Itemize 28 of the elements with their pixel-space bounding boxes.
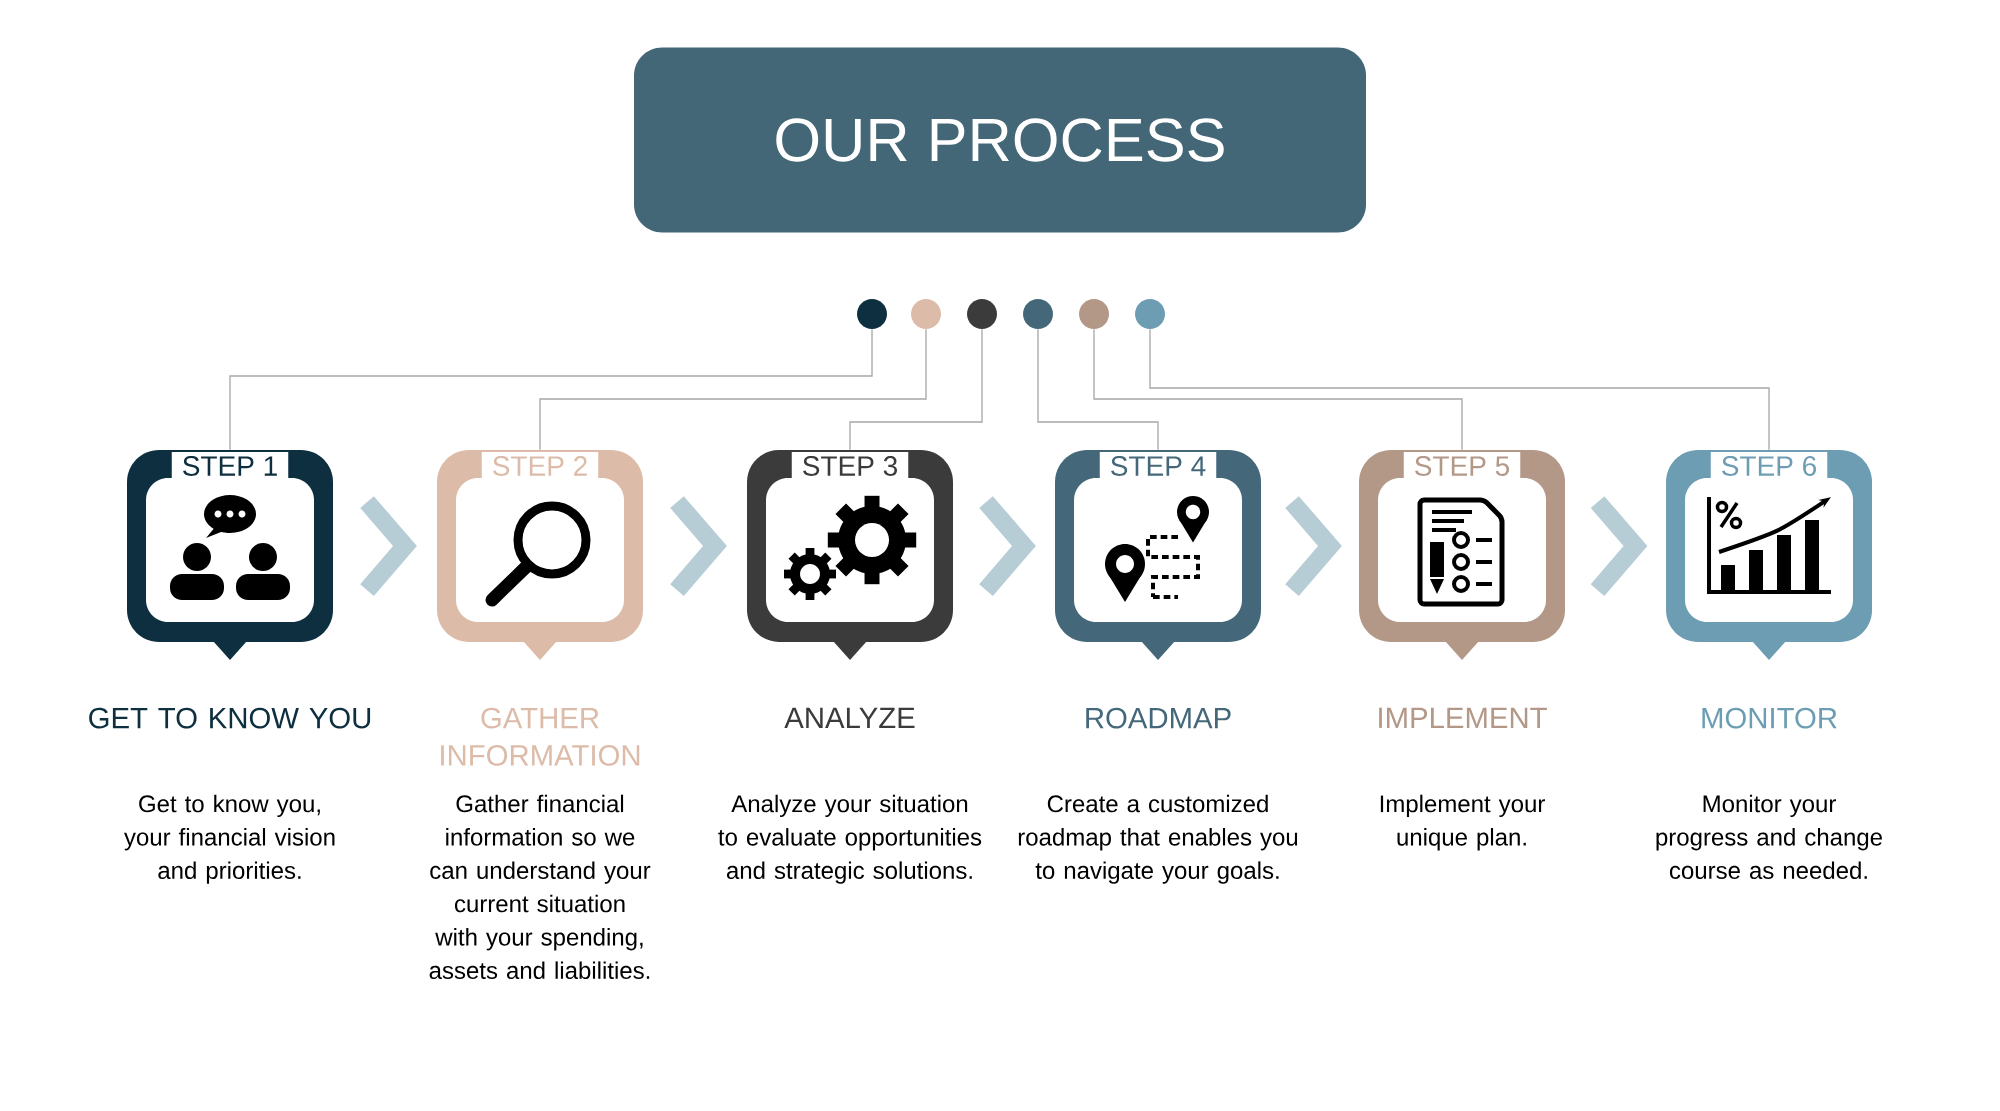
step-description: Analyze your situation to evaluate opportunities and strategic solutions. <box>718 794 982 884</box>
leader-line <box>1149 328 1770 451</box>
dot <box>857 299 887 329</box>
leader-line <box>849 328 983 451</box>
step-heading: ROADMAP <box>1086 707 1231 729</box>
title-box: OUR PROCESS <box>634 47 1366 233</box>
leader-line <box>1093 328 1463 451</box>
dot <box>911 299 941 329</box>
dot <box>967 299 997 329</box>
leader-line <box>229 328 873 451</box>
step-heading: ANALYZE <box>784 707 915 728</box>
step-description: Get to know you, your financial vision and priorities. <box>124 794 335 884</box>
step-heading: GET TO KNOW YOU <box>89 707 371 729</box>
step-description: Gather financial information so we can understand your current situation with your spending, assets and liabilities. <box>429 794 651 979</box>
step-description: Monitor your progress and change course as needed. <box>1656 794 1882 879</box>
step-heading: GATHER INFORMATION <box>441 707 640 766</box>
dot <box>1079 299 1109 329</box>
step-box: STEP 4 <box>1055 450 1261 660</box>
step-heading: MONITOR <box>1702 707 1837 729</box>
step-description: Implement your unique plan. <box>1380 794 1545 851</box>
leader-line <box>1037 328 1159 451</box>
step-heading: IMPLEMENT <box>1379 707 1547 728</box>
step-description: Create a customized roadmap that enables you to navigate your goals. <box>1018 794 1298 884</box>
dot <box>1135 299 1165 329</box>
dot <box>1023 299 1053 329</box>
step-box: STEP 2 <box>437 450 643 660</box>
step-box: STEP 5 <box>1359 450 1565 660</box>
leader-line <box>539 328 927 451</box>
